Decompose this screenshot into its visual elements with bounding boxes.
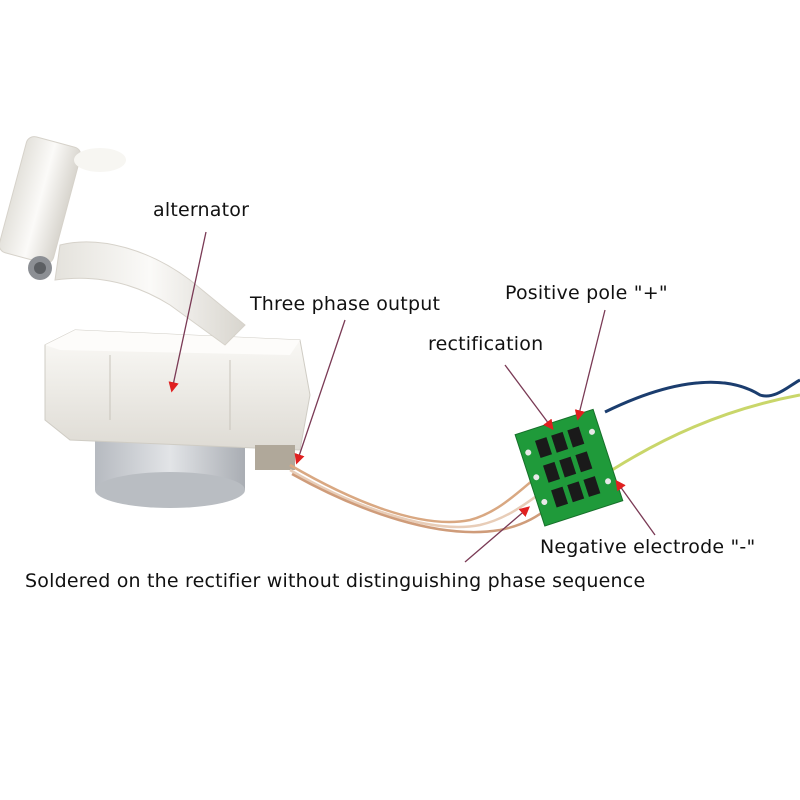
three-phase-leader-arrow (294, 319, 346, 465)
label-positive-pole: Positive pole "+" (505, 282, 668, 304)
soldered-leader-arrow (464, 506, 530, 563)
label-three-phase-output: Three phase output (250, 293, 441, 315)
rectification-leader-arrow (504, 364, 554, 431)
output-wire-blue (604, 378, 800, 414)
alternator-leader-arrow (168, 231, 207, 393)
output-wire-yellow-green (611, 393, 800, 472)
label-alternator: alternator (153, 199, 250, 221)
annotation-leaders (168, 231, 656, 563)
positive-pole-leader-arrow (574, 309, 606, 421)
phase-wires (289, 463, 553, 534)
label-soldered-note: Soldered on the rectifier without distin… (25, 570, 646, 592)
rectifier-board (514, 408, 624, 527)
crank-handle (0, 136, 246, 346)
negative-electrode-leader-arrow (615, 479, 656, 536)
label-negative-electrode: Negative electrode "-" (540, 536, 756, 558)
label-rectification: rectification (428, 333, 544, 355)
